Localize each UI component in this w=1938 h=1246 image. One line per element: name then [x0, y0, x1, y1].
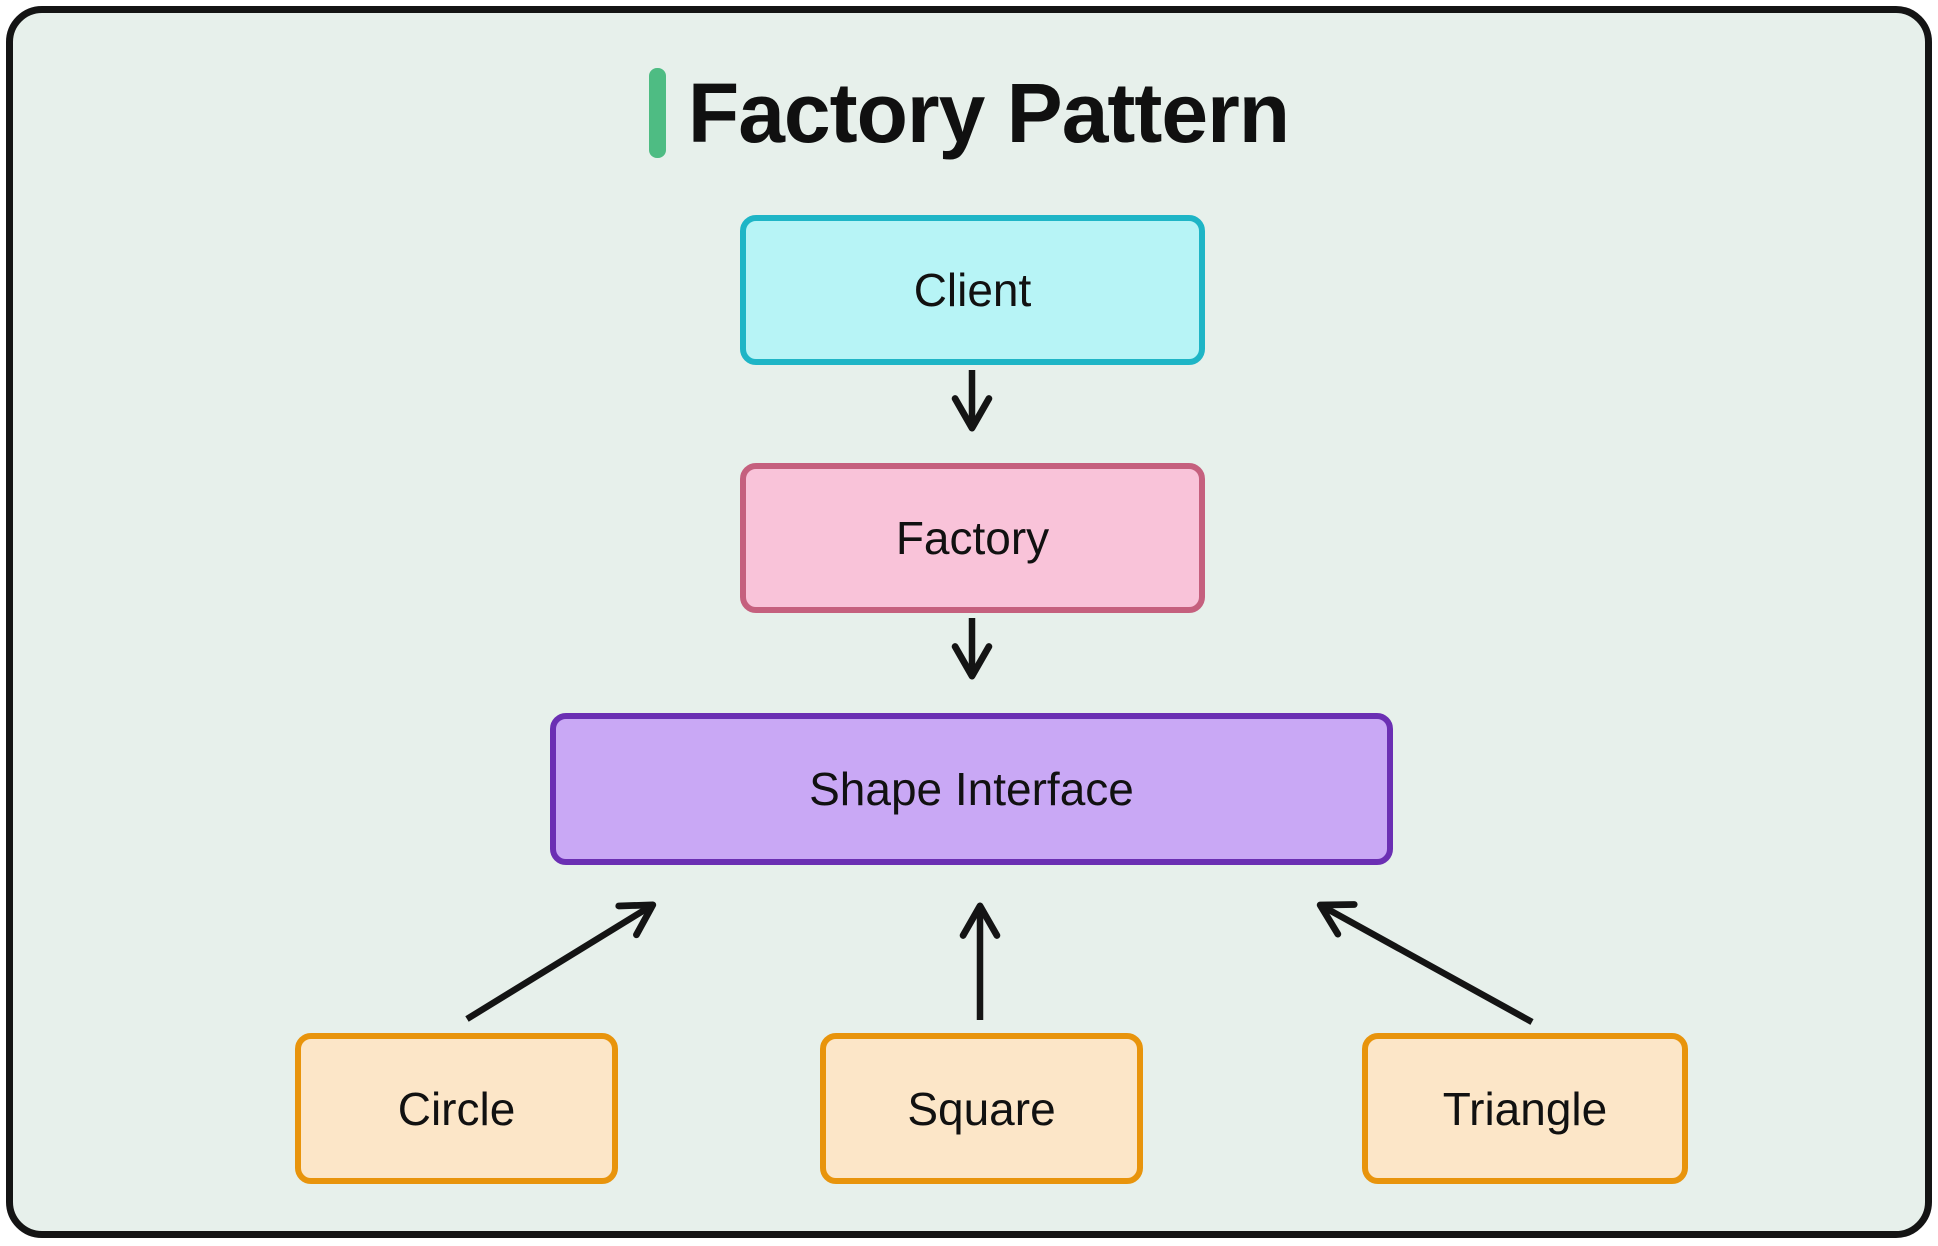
node-circle: Circle: [295, 1033, 618, 1184]
node-square: Square: [820, 1033, 1143, 1184]
node-factory-label: Factory: [895, 512, 1050, 564]
diagram-title-row: Factory Pattern: [0, 68, 1938, 158]
node-triangle-label: Triangle: [1442, 1082, 1608, 1135]
diagram-title: Factory Pattern: [687, 65, 1290, 160]
node-triangle: Triangle: [1362, 1033, 1688, 1184]
node-circle-label: Circle: [397, 1082, 516, 1135]
node-client-label: Client: [913, 264, 1032, 316]
node-client: Client: [740, 215, 1205, 365]
node-shape-interface-label: Shape Interface: [809, 763, 1134, 815]
node-shape-interface: Shape Interface: [550, 713, 1393, 865]
title-accent-bar: [648, 68, 666, 158]
node-factory: Factory: [740, 463, 1205, 613]
node-square-label: Square: [907, 1082, 1056, 1135]
